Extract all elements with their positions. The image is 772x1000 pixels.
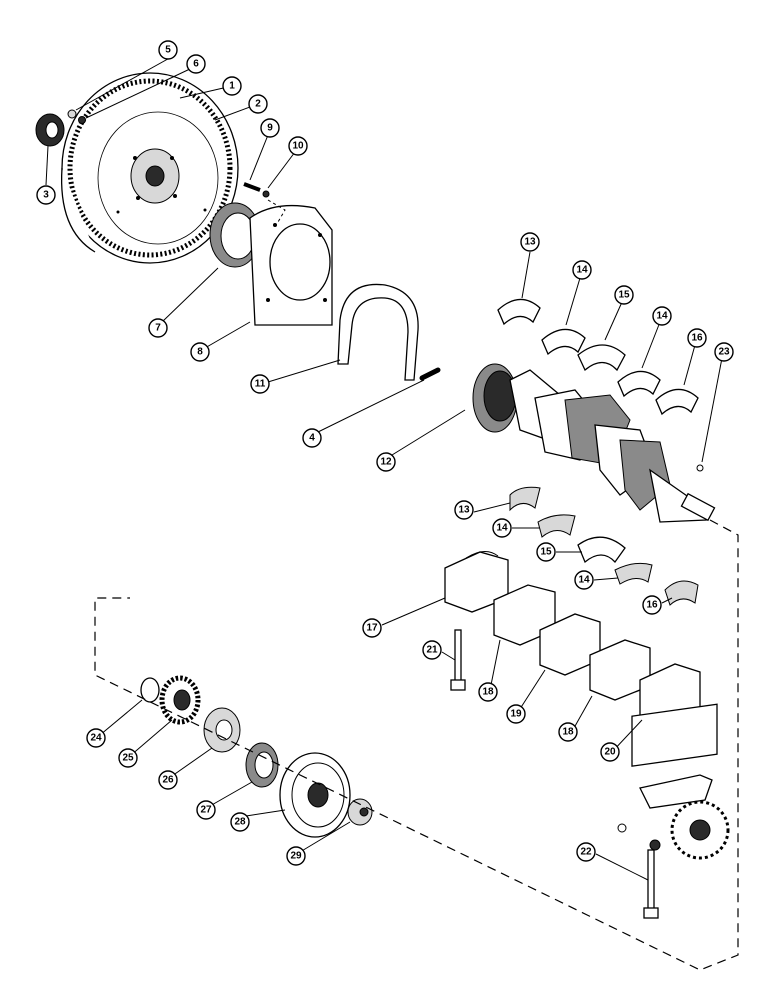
callout-2-label: 2 — [255, 99, 261, 110]
callout-25-label: 25 — [122, 753, 134, 764]
callout-12-label: 12 — [380, 457, 392, 468]
callout-29: 29 — [286, 846, 306, 866]
pulley-nut — [347, 798, 373, 826]
callout-7: 7 — [148, 318, 168, 338]
callout-14-lower-a: 14 — [492, 518, 512, 538]
callout-16-upper-label: 16 — [691, 333, 703, 344]
callout-12: 12 — [376, 452, 396, 472]
callout-18-b: 18 — [558, 722, 578, 742]
seal-retainer — [249, 204, 333, 326]
callout-10-label: 10 — [292, 141, 304, 152]
flywheel — [60, 72, 239, 264]
callout-1-label: 1 — [229, 81, 235, 92]
callout-18-b-label: 18 — [562, 727, 574, 738]
callout-14-upper-a: 14 — [572, 260, 592, 280]
callout-9: 9 — [260, 118, 280, 138]
bolt-part-6 — [78, 116, 86, 124]
gasket — [337, 283, 419, 381]
cap-screw-part-9 — [243, 182, 261, 192]
callout-24-label: 24 — [90, 733, 102, 744]
callout-15-upper: 15 — [614, 285, 634, 305]
callout-16-upper: 16 — [687, 328, 707, 348]
callout-1: 1 — [222, 76, 242, 96]
callout-8-label: 8 — [197, 347, 203, 358]
callout-13-upper-label: 13 — [524, 237, 536, 248]
callout-4: 4 — [302, 428, 322, 448]
callout-15-lower-label: 15 — [540, 547, 552, 558]
pump-bolt-part-22 — [643, 849, 659, 919]
callout-24: 24 — [86, 728, 106, 748]
callout-28: 28 — [230, 812, 250, 832]
callout-14-lower-a-label: 14 — [496, 523, 508, 534]
callout-14-upper-b-label: 14 — [656, 311, 668, 322]
callout-8: 8 — [190, 342, 210, 362]
callout-18-a: 18 — [478, 682, 498, 702]
callout-23-label: 23 — [718, 347, 730, 358]
callout-19: 19 — [506, 704, 526, 724]
callout-26-label: 26 — [162, 775, 174, 786]
callout-10: 10 — [288, 136, 308, 156]
rear-oil-seal — [209, 202, 261, 268]
crankshaft — [472, 363, 716, 523]
callout-14-upper-b: 14 — [652, 306, 672, 326]
callout-17: 17 — [362, 618, 382, 638]
pilot-seal — [35, 113, 65, 147]
callout-27: 27 — [196, 800, 216, 820]
callout-23: 23 — [714, 342, 734, 362]
callout-22: 22 — [576, 842, 596, 862]
crankshaft-pulley — [279, 752, 351, 838]
callout-7-label: 7 — [155, 323, 161, 334]
callout-21-label: 21 — [426, 645, 438, 656]
callout-6: 6 — [186, 54, 206, 74]
callout-2: 2 — [248, 94, 268, 114]
callout-6-label: 6 — [193, 59, 199, 70]
callout-5-label: 5 — [165, 45, 171, 56]
callout-26: 26 — [158, 770, 178, 790]
callout-22-label: 22 — [580, 847, 592, 858]
oil-pump — [617, 703, 730, 860]
callout-25: 25 — [118, 748, 138, 768]
callout-3-label: 3 — [43, 190, 49, 201]
lower-main-bearings — [509, 486, 699, 606]
callout-5: 5 — [158, 40, 178, 60]
callout-16-lower: 16 — [642, 595, 662, 615]
callout-18-a-label: 18 — [482, 687, 494, 698]
callout-19-label: 19 — [510, 709, 522, 720]
callout-4-label: 4 — [309, 433, 315, 444]
callout-17-label: 17 — [366, 623, 378, 634]
callout-14-upper-a-label: 14 — [576, 265, 588, 276]
dowel-pin — [419, 367, 441, 381]
callout-13-lower-label: 13 — [458, 505, 470, 516]
callout-14-lower-b-label: 14 — [578, 575, 590, 586]
callout-15-lower: 15 — [536, 542, 556, 562]
front-oil-seal — [245, 742, 279, 788]
callout-11-label: 11 — [255, 379, 266, 390]
callout-14-lower-b: 14 — [574, 570, 594, 590]
callout-20: 20 — [600, 742, 620, 762]
callout-11: 11 — [250, 374, 270, 394]
callout-3: 3 — [36, 185, 56, 205]
spacer-ring — [140, 677, 160, 703]
callout-27-label: 27 — [200, 805, 212, 816]
callout-9-label: 9 — [267, 123, 273, 134]
assembly-boundary — [94, 519, 739, 971]
callout-29-label: 29 — [290, 851, 302, 862]
callout-20-label: 20 — [604, 747, 616, 758]
cap-bolt-part-21 — [450, 629, 466, 691]
callout-21: 21 — [422, 640, 442, 660]
callout-16-lower-label: 16 — [646, 600, 658, 611]
washer-part-5 — [67, 109, 77, 119]
washer-part-10 — [262, 190, 270, 198]
callout-28-label: 28 — [234, 817, 246, 828]
callout-13-lower: 13 — [454, 500, 474, 520]
oil-slinger — [203, 707, 241, 753]
upper-main-bearings — [497, 298, 704, 472]
callout-15-upper-label: 15 — [618, 290, 630, 301]
callout-13-upper: 13 — [520, 232, 540, 252]
crankshaft-gear — [159, 675, 201, 725]
